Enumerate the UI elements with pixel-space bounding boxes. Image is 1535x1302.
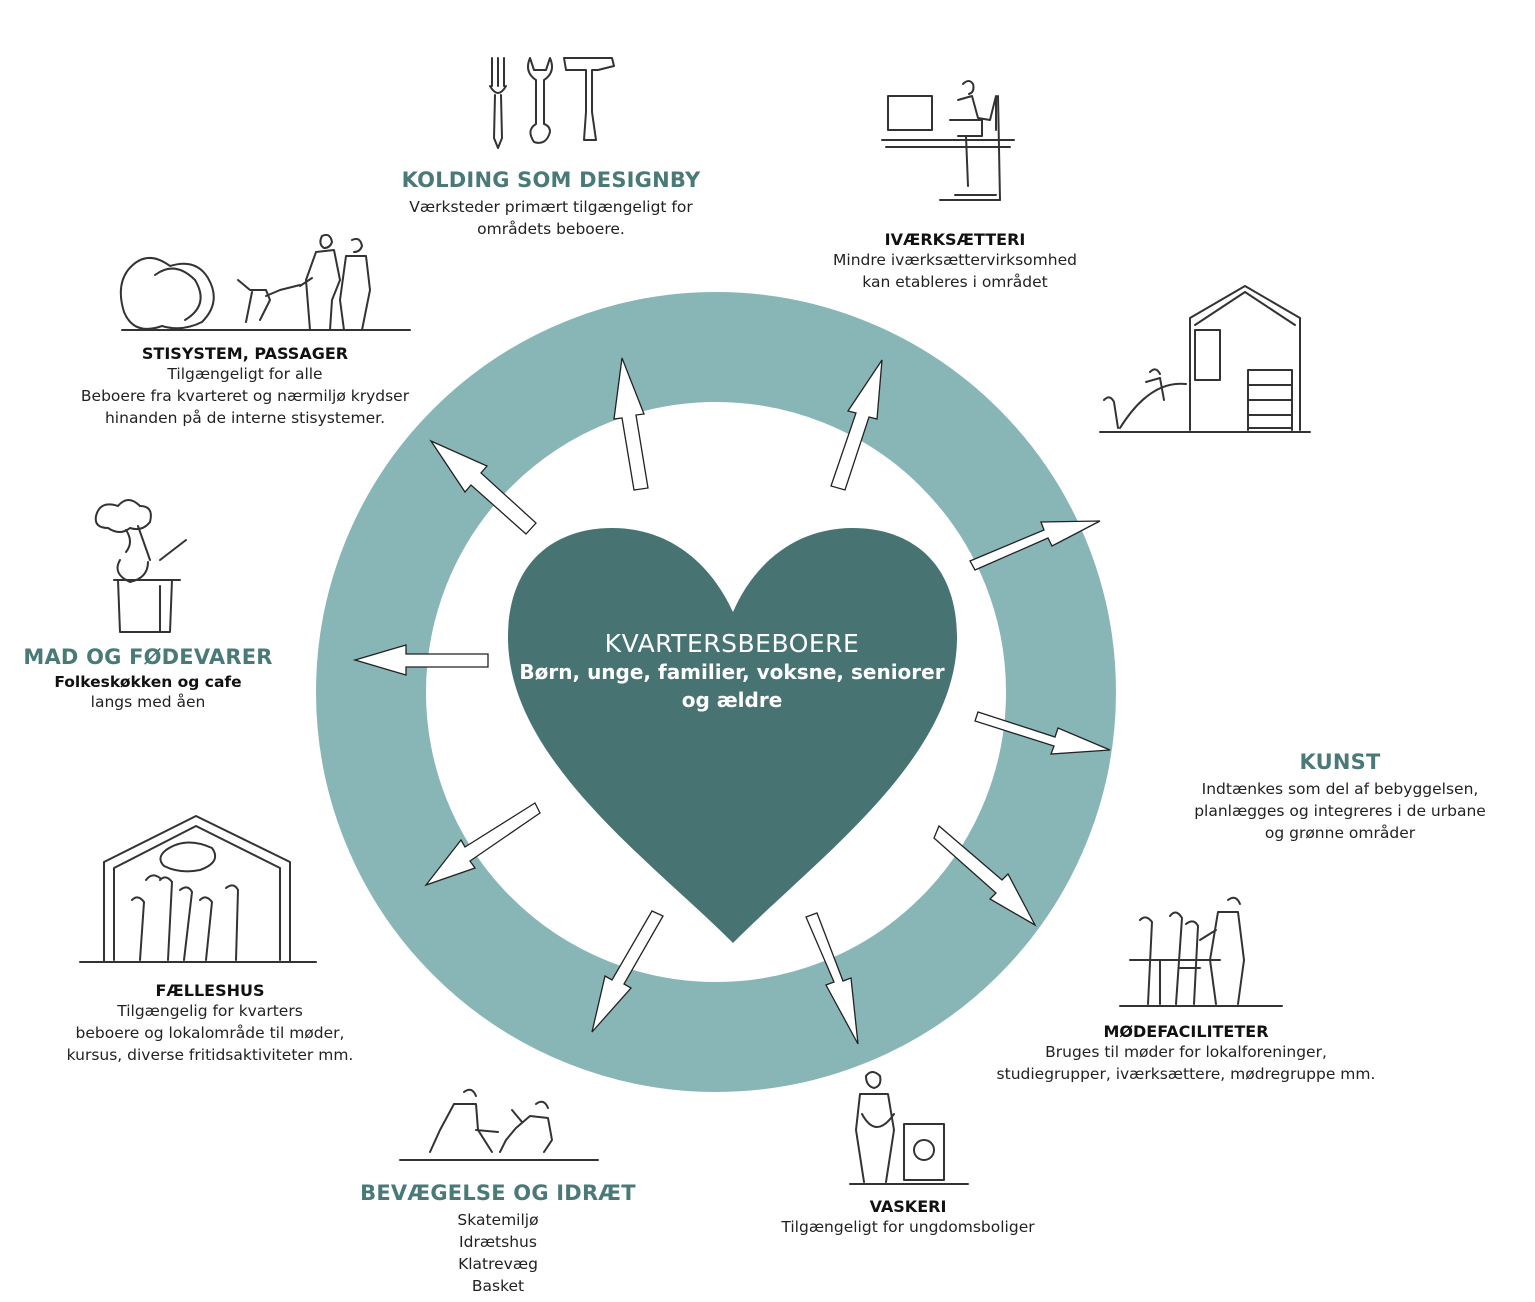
section-vaskeri-desc: Tilgængeligt for ungdomsboliger	[781, 1216, 1034, 1238]
exercise-sketch-icon	[399, 1088, 599, 1161]
section-bevaeg: BEVÆGELSE OG IDRÆT Skatemiljø Idrætshus …	[360, 1181, 636, 1297]
section-mode: MØDEFACILITETER Bruges til møder for lok…	[997, 1022, 1376, 1085]
section-faelles-desc: Tilgængelig for kvarters beboere og loka…	[67, 1000, 354, 1066]
section-faelles: FÆLLESHUS Tilgængelig for kvarters beboe…	[67, 981, 354, 1066]
section-bevaeg-title: BEVÆGELSE OG IDRÆT	[360, 1181, 636, 1205]
arrow-up	[613, 357, 649, 491]
arrow-down-left	[424, 802, 541, 887]
section-kunst-desc: Indtænkes som del af bebyggelsen, planlæ…	[1194, 778, 1486, 844]
section-vaskeri-line: Tilgængeligt for ungdomsboliger	[781, 1218, 1035, 1236]
section-vaskeri: VASKERI Tilgængeligt for ungdomsboliger	[781, 1197, 1034, 1238]
center-label: KVARTERSBEBOERE Børn, unge, familier, vo…	[519, 629, 944, 714]
section-kunst-line: planlægges og integreres i de urbane	[1194, 802, 1486, 820]
section-bevaeg-line: Skatemiljø	[457, 1211, 539, 1229]
arrow-up-left	[429, 439, 537, 535]
section-ivaerk: IVÆRKSÆTTERI Mindre iværksættervirksomhe…	[833, 230, 1077, 293]
section-vaskeri-title: VASKERI	[869, 1197, 947, 1216]
tools-sketch-icon	[489, 57, 615, 149]
section-mad-subtitle: Folkeskøkken og cafe	[54, 673, 242, 691]
house-gathering-sketch-icon	[79, 815, 317, 963]
section-sti: STISYSTEM, PASSAGER Tilgængeligt for all…	[81, 344, 409, 429]
section-ivaerk-line: Mindre iværksættervirksomhed	[833, 251, 1077, 269]
people-walking-sketch-icon	[119, 233, 411, 331]
section-design-desc: Værksteder primært tilgængeligt for områ…	[402, 196, 701, 240]
arrow-right-down	[974, 711, 1111, 755]
center-title: KVARTERSBEBOERE	[604, 629, 860, 658]
section-mad-line: langs med åen	[90, 693, 206, 711]
arrow-down-2	[805, 912, 859, 1045]
section-faelles-title: FÆLLESHUS	[155, 981, 265, 1000]
desk-worker-sketch-icon	[881, 80, 1015, 201]
section-bevaeg-line: Klatrevæg	[458, 1255, 538, 1273]
section-mode-line: studiegrupper, iværksættere, mødregruppe…	[996, 1065, 1376, 1083]
center-heart	[507, 528, 958, 943]
section-sti-title: STISYSTEM, PASSAGER	[141, 344, 349, 363]
section-kunst: KUNST Indtænkes som del af bebyggelsen, …	[1194, 750, 1486, 844]
playhouse-slide-sketch-icon	[1099, 285, 1311, 433]
laundry-sketch-icon	[849, 1071, 969, 1185]
outer-ring	[316, 292, 1116, 1092]
center-subtitle-line-1: Børn, unge, familier, voksne, seniorer	[519, 660, 945, 684]
section-ivaerk-line: kan etableres i området	[862, 273, 1048, 291]
section-faelles-line: kursus, diverse fritidsaktiviteter mm.	[66, 1046, 354, 1064]
meeting-table-sketch-icon	[1119, 896, 1283, 1007]
arrow-right-up	[969, 520, 1101, 571]
section-kunst-line: og grønne områder	[1264, 824, 1416, 842]
center-subtitle-line-2: og ældre	[681, 688, 783, 712]
section-mode-title: MØDEFACILITETER	[1103, 1022, 1269, 1041]
section-bevaeg-line: Idrætshus	[459, 1233, 537, 1251]
section-mad-title: MAD OG FØDEVARER	[23, 645, 273, 669]
section-bevaeg-line: Basket	[471, 1277, 525, 1295]
arrow-up-right	[830, 359, 883, 491]
section-design-line: områdets beboere.	[477, 220, 625, 238]
section-sti-line: Tilgængeligt for alle	[167, 365, 323, 383]
section-design-title: KOLDING SOM DESIGNBY	[401, 168, 701, 192]
section-faelles-line: Tilgængelig for kvarters	[117, 1002, 303, 1020]
section-kunst-title: KUNST	[1299, 750, 1381, 774]
arrow-left	[352, 644, 489, 676]
section-faelles-line: beboere og lokalområde til møder,	[75, 1024, 345, 1042]
section-bevaeg-desc: Skatemiljø Idrætshus Klatrevæg Basket	[360, 1209, 636, 1297]
section-sti-line: hinanden på de interne stisystemer.	[104, 409, 385, 427]
section-sti-line: Beboere fra kvarteret og nærmiljø krydse…	[80, 387, 410, 405]
section-ivaerk-title: IVÆRKSÆTTERI	[884, 230, 1026, 249]
section-ivaerk-desc: Mindre iværksættervirksomhed kan etabler…	[833, 249, 1077, 293]
section-design-line: Værksteder primært tilgængeligt for	[409, 198, 693, 216]
section-mode-desc: Bruges til møder for lokalforeninger, st…	[997, 1041, 1376, 1085]
section-sti-desc: Tilgængeligt for alle Beboere fra kvarte…	[81, 363, 409, 429]
arrow-down	[591, 910, 664, 1033]
section-mad-desc: langs med åen	[23, 691, 272, 713]
section-mode-line: Bruges til møder for lokalforeninger,	[1045, 1043, 1327, 1061]
section-design: KOLDING SOM DESIGNBY Værksteder primært …	[402, 168, 701, 240]
chef-pot-sketch-icon	[94, 499, 187, 633]
section-mad: MAD OG FØDEVARER Folkeskøkken og cafe la…	[23, 645, 272, 713]
arrow-down-right	[933, 824, 1037, 927]
section-kunst-line: Indtænkes som del af bebyggelsen,	[1201, 780, 1479, 798]
